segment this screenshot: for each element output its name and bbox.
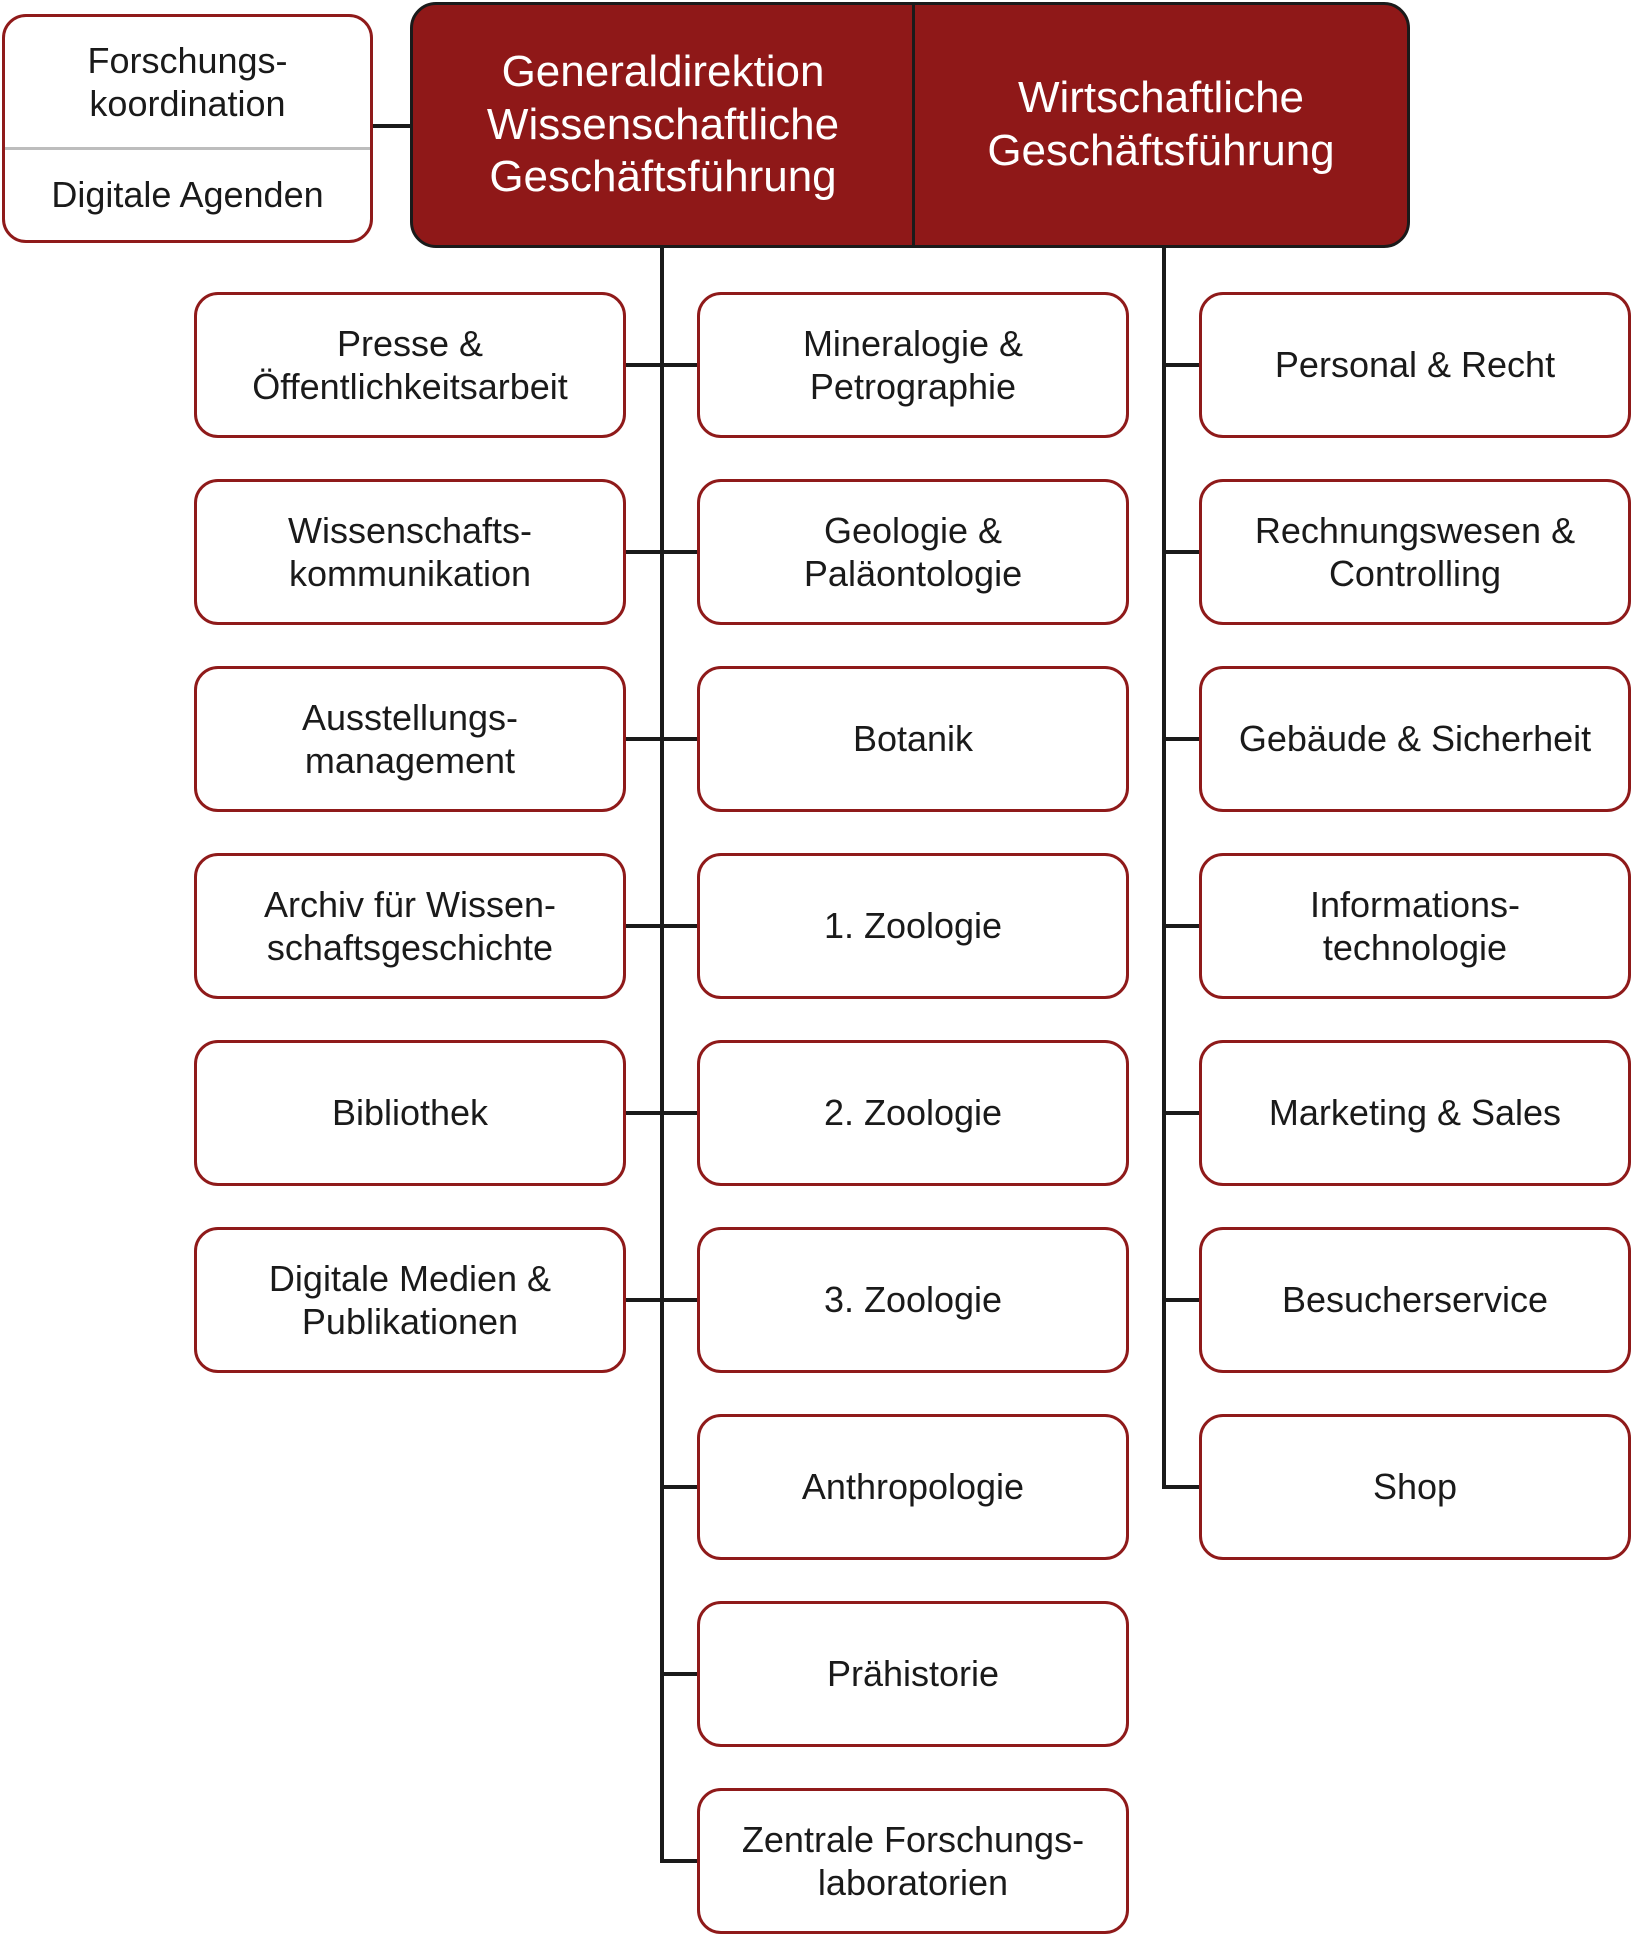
connector: [662, 1485, 697, 1489]
org-unit-box: 3. Zoologie: [697, 1227, 1129, 1373]
connector: [626, 737, 662, 741]
org-unit-box: Besucherservice: [1199, 1227, 1631, 1373]
org-unit-box: Geologie & Paläontologie: [697, 479, 1129, 625]
org-unit-box: Rechnungswesen & Controlling: [1199, 479, 1631, 625]
connector: [626, 550, 662, 554]
digitale-agenden-label: Digitale Agenden: [51, 174, 324, 216]
org-unit-box: Personal & Recht: [1199, 292, 1631, 438]
connector: [626, 363, 662, 367]
org-unit-box: Marketing & Sales: [1199, 1040, 1631, 1186]
org-unit-box: Botanik: [697, 666, 1129, 812]
management-header: Generaldirektion Wissenschaftliche Gesch…: [410, 2, 1410, 248]
org-unit-box: Presse & Öffentlichkeitsarbeit: [194, 292, 626, 438]
connector: [1164, 1298, 1199, 1302]
org-unit-box: 1. Zoologie: [697, 853, 1129, 999]
org-unit-box: Digitale Medien & Publikationen: [194, 1227, 626, 1373]
connector: [662, 363, 697, 367]
connector: [626, 924, 662, 928]
org-unit-box: Prähistorie: [697, 1601, 1129, 1747]
connector: [662, 1672, 697, 1676]
org-unit-box: Shop: [1199, 1414, 1631, 1560]
org-unit-box: Anthropologie: [697, 1414, 1129, 1560]
connector: [1164, 1111, 1199, 1115]
connector: [1164, 550, 1199, 554]
forschungskoordination-label: Forschungs- koordination: [87, 39, 288, 124]
org-unit-box: Archiv für Wissen- schaftsgeschichte: [194, 853, 626, 999]
org-unit-box: Gebäude & Sicherheit: [1199, 666, 1631, 812]
connector: [662, 737, 697, 741]
trunk-line-business: [1162, 248, 1166, 1489]
org-unit-box: 2. Zoologie: [697, 1040, 1129, 1186]
org-unit-box: Wissenschafts- kommunikation: [194, 479, 626, 625]
connector: [626, 1298, 662, 1302]
org-unit-box: Zentrale Forschungs- laboratorien: [697, 1788, 1129, 1934]
divider: [5, 147, 370, 150]
connector: [662, 924, 697, 928]
divider: [912, 5, 915, 245]
connector: [373, 124, 410, 128]
connector: [662, 1859, 697, 1863]
connector: [662, 550, 697, 554]
trunk-line-scientific: [660, 248, 664, 1863]
connector: [1164, 737, 1199, 741]
generaldirektion-label: Generaldirektion Wissenschaftliche Gesch…: [486, 46, 840, 202]
wirtschaftliche-gf-label: Wirtschaftliche Geschäftsführung: [987, 73, 1335, 175]
connector: [1164, 1485, 1199, 1489]
org-unit-box: Bibliothek: [194, 1040, 626, 1186]
connector: [626, 1111, 662, 1115]
connector: [662, 1298, 697, 1302]
org-unit-box: Mineralogie & Petrographie: [697, 292, 1129, 438]
connector: [662, 1111, 697, 1115]
org-unit-box: Informations- technologie: [1199, 853, 1631, 999]
staff-unit-box: Forschungs- koordination Digitale Agende…: [2, 14, 373, 243]
org-unit-box: Ausstellungs- management: [194, 666, 626, 812]
connector: [1164, 924, 1199, 928]
connector: [1164, 363, 1199, 367]
